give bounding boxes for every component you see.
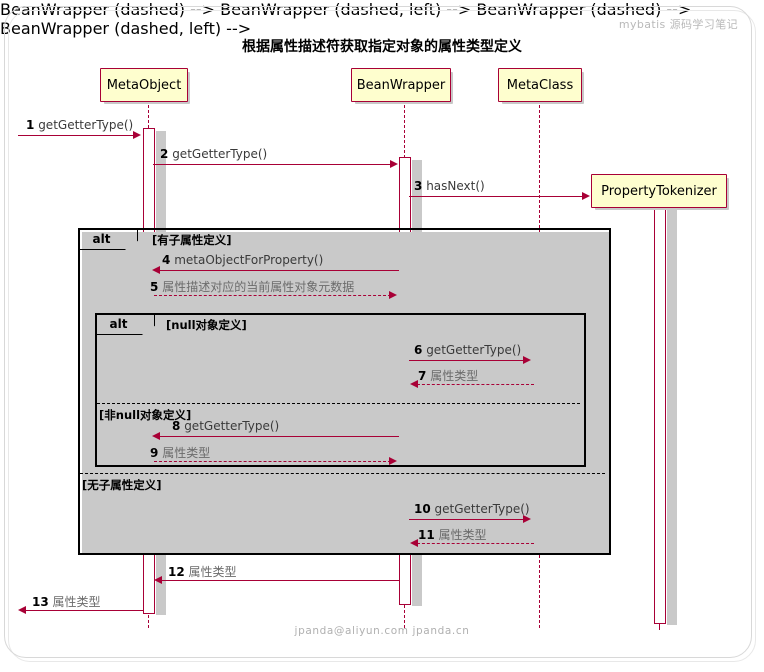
- participant-label-metaobject: MetaObject: [106, 77, 182, 93]
- message-10-number: 10: [414, 502, 431, 516]
- message-4-number: 4: [162, 253, 171, 267]
- message-1-arrowhead: [133, 131, 141, 139]
- message-5-label: 5 属性描述对应的当前属性对象元数据: [150, 278, 354, 295]
- message-5-line: [154, 295, 391, 296]
- message-8-line: [154, 436, 399, 437]
- fragment-inner-alt-operator: alt: [109, 316, 128, 331]
- message-1-label: 1 getGetterType(): [26, 118, 133, 132]
- participant-label-metaclass: MetaClass: [506, 77, 574, 93]
- fragment-shadow-inner-alt: [99, 317, 586, 467]
- message-6-text: getGetterType(): [426, 343, 522, 357]
- message-7-label: 7 属性类型: [418, 367, 478, 384]
- message-6-number: 6: [414, 343, 423, 357]
- message-13-line: [20, 610, 143, 611]
- message-7-text: 属性类型: [430, 369, 479, 383]
- message-13-text: 属性类型: [52, 595, 101, 609]
- message-10-text: getGetterType(): [434, 502, 530, 516]
- footer-credit: jpanda@aliyun.com jpanda.cn: [294, 625, 470, 637]
- fragment-inner-alt-guard-1: [null对象定义]: [166, 318, 247, 332]
- message-2-number: 2: [160, 147, 169, 161]
- message-4-text: metaObjectForProperty(): [174, 253, 324, 267]
- message-8-arrowhead: [152, 432, 160, 440]
- fragment-outer-alt-guard-1: [有子属性定义]: [152, 233, 232, 247]
- message-9-arrowhead: [389, 457, 397, 465]
- fragment-inner-alt: [95, 313, 586, 467]
- activation-propertytokenizer: [654, 205, 666, 624]
- page-frame: [4, 6, 752, 658]
- message-4-line: [154, 270, 399, 271]
- message-2-label: 2 getGetterType(): [160, 147, 267, 161]
- message-3-text: hasNext(): [426, 179, 485, 193]
- fragment-outer-alt-guard-2: [无子属性定义]: [82, 478, 162, 492]
- message-2-arrowhead: [390, 160, 398, 168]
- message-8-number: 8: [172, 419, 181, 433]
- participant-beanwrapper[interactable]: BeanWrapper: [351, 68, 451, 102]
- message-6-line: [409, 360, 525, 361]
- message-5-arrowhead: [389, 291, 397, 299]
- message-11-arrowhead: [410, 539, 418, 547]
- message-7-arrowhead: [410, 380, 418, 388]
- message-10-arrowhead: [523, 515, 531, 523]
- fragment-outer-alt: [78, 228, 611, 555]
- message-1-number: 1: [26, 118, 35, 132]
- message-5-text: 属性描述对应的当前属性对象元数据: [162, 280, 355, 294]
- message-12-arrowhead: [154, 576, 162, 584]
- fragment-inner-alt-divider: [97, 403, 580, 404]
- message-4-label: 4 metaObjectForProperty(): [162, 253, 323, 267]
- watermark-text: mybatis 源码学习笔记: [618, 18, 738, 31]
- message-9-text: 属性类型: [162, 446, 211, 460]
- message-5-number: 5: [150, 280, 159, 294]
- message-4-arrowhead: [152, 266, 160, 274]
- message-7-line: [412, 384, 534, 385]
- message-11-label: 11 属性类型: [418, 526, 487, 543]
- message-13-arrowhead: [18, 606, 26, 614]
- participant-metaclass[interactable]: MetaClass: [498, 68, 582, 102]
- fragment-outer-alt-operator-tab: alt: [78, 228, 138, 250]
- participant-label-propertytokenizer: PropertyTokenizer: [601, 183, 717, 199]
- fragment-outer-alt-operator: alt: [92, 231, 111, 246]
- message-7-number: 7: [418, 369, 427, 383]
- message-2-text: getGetterType(): [172, 147, 268, 161]
- message-11-text: 属性类型: [438, 528, 487, 542]
- participant-metaobject[interactable]: MetaObject: [100, 68, 188, 102]
- message-3-number: 3: [414, 179, 423, 193]
- message-11-line: [412, 543, 534, 544]
- message-2-line: [153, 164, 392, 165]
- fragment-inner-alt-guard-2: [非null对象定义]: [99, 408, 192, 422]
- message-1-text: getGetterType(): [38, 118, 134, 132]
- message-9-number: 9: [150, 446, 159, 460]
- message-3-line: [409, 196, 584, 197]
- message-3-arrowhead: [582, 192, 590, 200]
- message-8-text: getGetterType(): [184, 419, 280, 433]
- message-3-label: 3 hasNext(): [414, 179, 485, 193]
- message-13-label: 13 属性类型: [32, 593, 101, 610]
- diagram-title: 根据属性描述符获取指定对象的属性类型定义: [242, 39, 522, 55]
- message-12-label: 12 属性类型: [168, 563, 237, 580]
- message-11-number: 11: [418, 528, 435, 542]
- message-12-number: 12: [168, 565, 185, 579]
- message-9-label: 9 属性类型: [150, 444, 210, 461]
- participant-label-beanwrapper: BeanWrapper: [356, 77, 446, 93]
- participant-propertytokenizer[interactable]: PropertyTokenizer: [591, 174, 727, 208]
- message-1-line: [18, 135, 135, 136]
- page-frame-shadow: [8, 10, 756, 662]
- message-6-label: 6 getGetterType(): [414, 343, 521, 357]
- message-10-line: [409, 519, 525, 520]
- message-6-arrowhead: [523, 356, 531, 364]
- message-12-text: 属性类型: [188, 565, 237, 579]
- fragment-inner-alt-operator-tab: alt: [95, 313, 155, 335]
- message-13-number: 13: [32, 595, 49, 609]
- fragment-outer-alt-divider: [80, 473, 605, 474]
- message-9-line: [154, 461, 391, 462]
- message-8-label: 8 getGetterType(): [172, 419, 279, 433]
- activation-shadow-propertytokenizer: [667, 208, 677, 625]
- message-10-label: 10 getGetterType(): [414, 502, 530, 516]
- message-12-line: [156, 580, 399, 581]
